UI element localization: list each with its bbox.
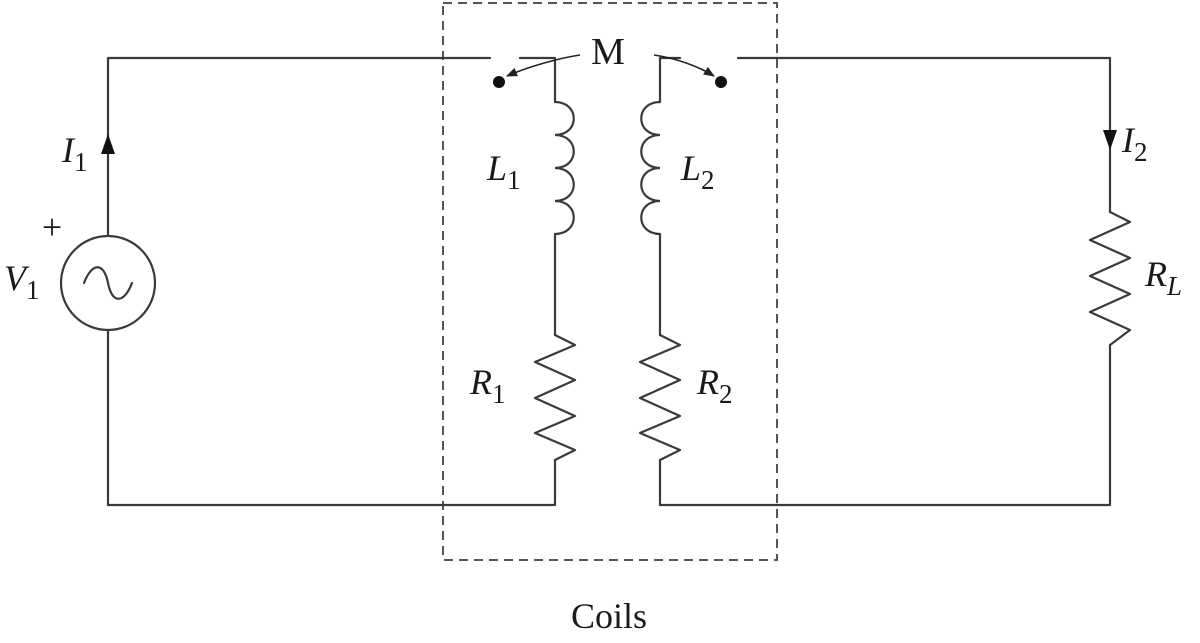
current-1-label-var: I	[61, 130, 76, 170]
inductor-2-label: L2	[680, 148, 715, 195]
source-polarity-label: +	[42, 207, 62, 247]
resistor-2	[638, 333, 682, 462]
inductor-2	[640, 100, 661, 236]
current-2-arrow	[1103, 130, 1117, 150]
secondary-bottom-wire	[658, 343, 1112, 507]
inductor-1-label-sub: 1	[507, 165, 521, 195]
mutual-arrow-right	[653, 54, 715, 77]
sine-wave-icon	[82, 266, 134, 300]
inductor-2-label-sub: 2	[701, 165, 715, 195]
source-label: V1	[4, 258, 40, 305]
source-label-sub: 1	[26, 275, 40, 305]
resistor-1	[533, 333, 577, 462]
mutual-label: M	[591, 31, 625, 73]
load-resistor-label: RL	[1144, 254, 1182, 301]
current-2-label-var: I	[1121, 120, 1136, 160]
inductor-1-label: L1	[486, 148, 521, 195]
primary-top-wire-to-coil	[518, 56, 557, 104]
primary-bottom-wire	[106, 328, 557, 507]
polarity-dot-2	[715, 76, 727, 88]
polarity-dot-1	[493, 76, 505, 88]
current-2-label-sub: 2	[1134, 137, 1148, 167]
current-1-label-sub: 1	[74, 147, 88, 177]
secondary-loop	[638, 56, 1132, 507]
coils-caption: Coils	[571, 596, 647, 636]
resistor-2-label: R2	[696, 362, 733, 409]
current-1-arrow	[101, 134, 115, 154]
load-resistor-label-var: R	[1144, 254, 1167, 294]
inductor-1	[554, 100, 575, 236]
coils-enclosure	[442, 2, 778, 561]
source-label-var: V	[4, 258, 30, 298]
resistor-1-label-var: R	[469, 362, 492, 402]
current-2-label: I2	[1121, 120, 1148, 167]
load-resistor	[1088, 210, 1132, 347]
load-resistor-label-sub: L	[1166, 271, 1182, 301]
secondary-top-wire-right	[736, 56, 1112, 214]
inductor-1-label-var: L	[486, 148, 507, 188]
primary-loop	[59, 56, 577, 507]
resistor-2-label-sub: 2	[719, 379, 733, 409]
resistor-1-label: R1	[469, 362, 506, 409]
resistor-2-label-var: R	[696, 362, 719, 402]
primary-top-wire	[106, 56, 492, 237]
mutual-arrow-left	[505, 54, 581, 77]
current-1-label: I1	[61, 130, 88, 177]
secondary-top-wire	[658, 56, 682, 104]
inductor-2-label-var: L	[680, 148, 701, 188]
resistor-1-label-sub: 1	[492, 379, 506, 409]
